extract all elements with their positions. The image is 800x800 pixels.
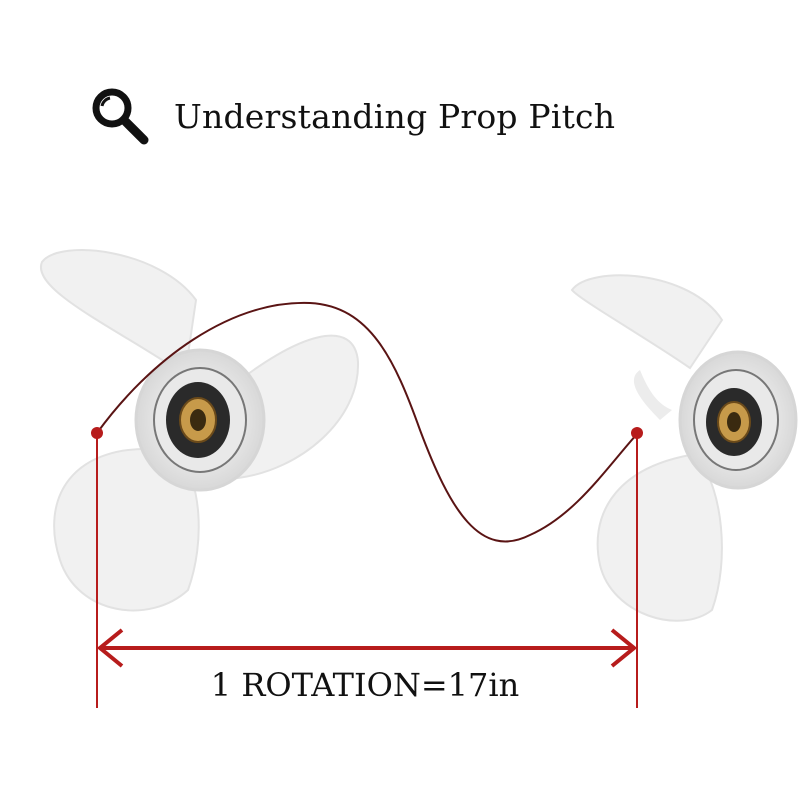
magnifier-icon [92, 88, 149, 145]
propeller-left-blade-top [39, 249, 198, 377]
propeller-right-blade-bottom [596, 453, 723, 622]
end-point-dot [631, 427, 643, 439]
propeller-left [39, 249, 360, 612]
rotation-measurement-label: 1 ROTATION=17in [210, 666, 520, 704]
propeller-left-blade-bottom [53, 447, 200, 612]
start-point-dot [91, 427, 103, 439]
header: Understanding Prop Pitch [88, 84, 615, 148]
propeller-right-blade-top [570, 274, 724, 370]
rotation-distance-arrow [96, 628, 638, 668]
pitch-helix-curve [96, 301, 638, 543]
propeller-right [570, 274, 798, 622]
page-title: Understanding Prop Pitch [174, 96, 616, 136]
